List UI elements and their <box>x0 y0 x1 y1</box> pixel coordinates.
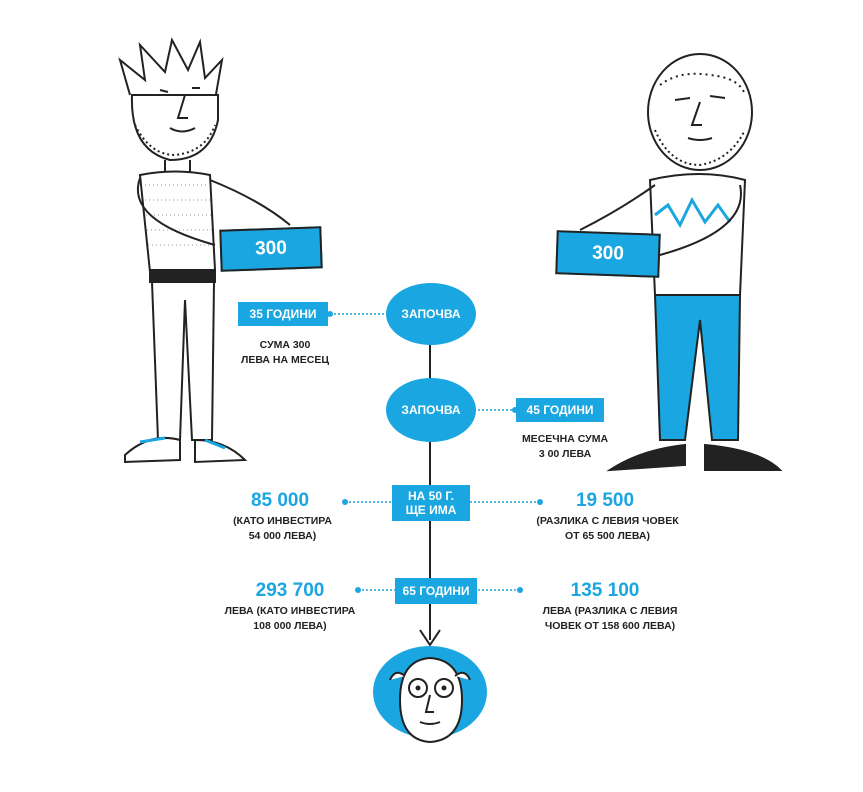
at50-left-note-line2: 54 000 ЛЕВА) <box>248 530 317 542</box>
at50-right-note: (РАЗЛИКА С ЛЕВИЯ ЧОВЕК ОТ 65 500 ЛЕВА) <box>515 514 700 544</box>
left-person-figure <box>118 37 291 464</box>
start-oval-left: ЗАПОЧВА <box>386 283 476 345</box>
at65-right-note: ЛЕВА (РАЗЛИКА С ЛЕВИЯ ЧОВЕК ОТ 158 600 Л… <box>520 604 700 634</box>
age-left-note-line1: СУМА 300 <box>259 339 311 351</box>
at65-left-note-line1: ЛЕВА (КАТО ИНВЕСТИРА <box>224 605 356 617</box>
at50-line1: НА 50 Г. <box>408 489 454 503</box>
at50-line2: ЩЕ ИМА <box>405 503 457 517</box>
age-left-note: СУМА 300 ЛЕВА НА МЕСЕЦ <box>215 338 355 368</box>
left-tablet: 300 <box>219 226 323 272</box>
age-left-note-line2: ЛЕВА НА МЕСЕЦ <box>240 354 330 366</box>
age-right-note-line1: МЕСЕЧНА СУМА <box>521 433 609 445</box>
at50-left-value: 85 000 <box>250 490 310 511</box>
age-left-box: 35 ГОДИНИ <box>238 302 328 326</box>
at50-box: НА 50 Г. ЩЕ ИМА <box>392 485 470 521</box>
at65-box: 65 ГОДИНИ <box>395 578 477 604</box>
at65-right-note-line2: ЧОВЕК ОТ 158 600 ЛЕВА) <box>544 620 676 632</box>
leader-dots <box>327 311 543 593</box>
at50-right-value: 19 500 <box>575 490 635 511</box>
at50-left-note: (КАТО ИНВЕСТИРА 54 000 ЛЕВА) <box>200 514 365 544</box>
right-person-figure <box>579 53 783 472</box>
at65-right-value: 135 100 <box>570 580 640 601</box>
right-tablet-amount: 300 <box>591 242 625 265</box>
at65-left-note: ЛЕВА (КАТО ИНВЕСТИРА 108 000 ЛЕВА) <box>210 604 370 634</box>
at50-right-note-line1: (РАЗЛИКА С ЛЕВИЯ ЧОВЕК <box>536 515 679 527</box>
at65-label: 65 ГОДИНИ <box>402 584 470 598</box>
at65-left-note-line2: 108 000 ЛЕВА) <box>253 620 327 632</box>
left-tablet-amount: 300 <box>254 237 288 260</box>
age-right-note-line2: 3 00 ЛЕВА <box>538 448 592 460</box>
start-oval-left-label: ЗАПОЧВА <box>401 307 461 321</box>
right-tablet: 300 <box>555 230 661 278</box>
dotted-leaders <box>330 313 540 591</box>
age-right-label: 45 ГОДИНИ <box>526 403 594 417</box>
old-man-head <box>373 646 487 744</box>
start-oval-right: ЗАПОЧВА <box>386 378 476 442</box>
at65-left-value: 293 700 <box>255 580 325 601</box>
age-right-note: МЕСЕЧНА СУМА 3 00 ЛЕВА <box>495 432 635 462</box>
age-right-box: 45 ГОДИНИ <box>516 398 604 422</box>
at50-right-note-line2: ОТ 65 500 ЛЕВА) <box>564 530 651 542</box>
at50-left-note-line1: (КАТО ИНВЕСТИРА <box>233 515 332 527</box>
age-left-label: 35 ГОДИНИ <box>249 307 317 321</box>
at65-right-note-line1: ЛЕВА (РАЗЛИКА С ЛЕВИЯ <box>542 605 678 617</box>
flow-connectors <box>419 345 441 647</box>
start-oval-right-label: ЗАПОЧВА <box>401 403 461 417</box>
